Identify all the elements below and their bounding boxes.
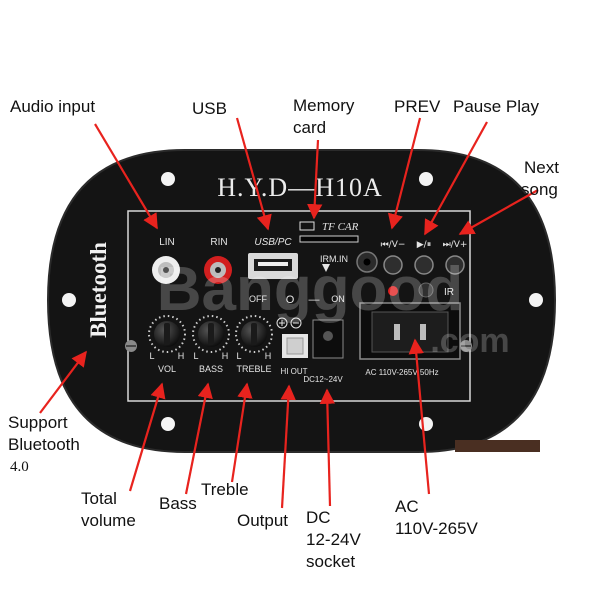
arrow-pause-play [424, 121, 488, 236]
hi-out-connector[interactable] [282, 334, 308, 358]
rin-label: RIN [210, 237, 227, 248]
rca-jack-right[interactable] [204, 256, 232, 284]
ir-receiver [418, 282, 434, 298]
arrow-dc-socket [319, 388, 336, 507]
next-button[interactable] [445, 255, 465, 275]
callout-treble: Treble [201, 480, 249, 499]
callout-audio-input: Audio input [10, 97, 96, 116]
knob-h-label: H [178, 351, 185, 361]
tf-card-slot[interactable] [299, 235, 359, 243]
plus-icon [276, 317, 288, 329]
knob-l-label: L [236, 351, 241, 361]
hi-out-label: HI OUT [280, 367, 307, 376]
treble-knob[interactable] [235, 315, 273, 353]
arrow-treble [230, 382, 253, 483]
model-title: H.Y.D—H10A [217, 173, 383, 202]
arrow-next-song [458, 189, 539, 235]
play-pause-button[interactable] [414, 255, 434, 275]
callout-memory-card-line2: card [293, 118, 327, 137]
rca-jack-left[interactable] [152, 256, 180, 284]
tf-card-label: TF CAR [322, 221, 359, 233]
callout-ac-line2: 110V-265V [395, 519, 478, 538]
mounting-hole [161, 417, 175, 431]
arrow-bass [184, 382, 213, 495]
callout-pause-play: Pause Play [453, 97, 539, 116]
screw [125, 340, 137, 352]
bass-knob[interactable] [192, 315, 230, 353]
arrow-ac [408, 338, 431, 495]
callout-dc-line1: DC [306, 508, 331, 527]
back-plate [455, 440, 540, 452]
knob-h-label: H [265, 351, 272, 361]
banggood-watermark-sub: .com [430, 322, 509, 360]
switch-dash-label: — [309, 294, 320, 306]
knob-h-label: H [222, 351, 229, 361]
arrow-memory-card [307, 139, 323, 220]
bluetooth-side-label: Bluetooth [86, 242, 111, 338]
arrow-usb [235, 117, 272, 231]
mounting-hole [419, 172, 433, 186]
next-button-label: ⏭/V+ [443, 240, 468, 250]
callout-arrows [39, 117, 539, 509]
mounting-hole [62, 293, 76, 307]
vol-label: VOL [158, 364, 176, 374]
arrow-prev [387, 117, 422, 230]
callout-support-bluetooth-line3: 4.0 [10, 459, 29, 475]
callout-support-bluetooth-line2: Bluetooth [8, 435, 80, 454]
minus-icon [290, 317, 302, 329]
lin-label: LIN [159, 237, 175, 248]
arrow-audio-input [94, 123, 158, 230]
callout-dc-line3: socket [306, 552, 356, 571]
callout-dc-line2: 12-24V [306, 530, 361, 549]
tf-card-icon [299, 221, 315, 231]
callout-total-volume-line1: Total [81, 489, 117, 508]
arrow-output [280, 384, 296, 509]
callout-memory-card-line1: Memory [293, 96, 355, 115]
callout-next-song-line1: Next [524, 158, 559, 177]
switch-off-label: OFF [249, 294, 267, 304]
callout-ac-line1: AC [395, 497, 419, 516]
control-panel [127, 210, 471, 402]
play-button-label: ▶/⏸ [417, 240, 431, 250]
irm-jack[interactable] [356, 251, 378, 273]
arrow-total-volume [128, 382, 166, 492]
knob-l-label: L [149, 351, 154, 361]
callout-prev: PREV [394, 97, 441, 116]
switch-indicator [322, 264, 330, 272]
callout-total-volume-line2: volume [81, 511, 136, 530]
power-led [388, 286, 398, 296]
banggood-watermark: Banggood [157, 255, 464, 324]
ir-label: IR [444, 287, 454, 298]
mounting-hole [529, 293, 543, 307]
bass-label: BASS [199, 364, 223, 374]
callout-usb: USB [192, 99, 227, 118]
dc-socket[interactable] [312, 319, 344, 359]
usb-port[interactable] [248, 253, 298, 279]
ac-socket-label: AC 110V-265V 50Hz [365, 368, 438, 377]
callout-next-song-line2: song [521, 180, 558, 199]
treble-label: TREBLE [236, 364, 271, 374]
knob-l-label: L [193, 351, 198, 361]
callout-output: Output [237, 511, 289, 530]
prev-button-label: ⏮/V− [381, 240, 406, 250]
callout-support-bluetooth-line1: Support [8, 413, 68, 432]
irm-label: IRM.IN [320, 254, 348, 264]
prev-button[interactable] [383, 255, 403, 275]
arrow-bluetooth [39, 350, 87, 414]
volume-knob[interactable] [148, 315, 186, 353]
callout-bass: Bass [159, 494, 197, 513]
mounting-hole [161, 172, 175, 186]
switch-o-label: O [286, 294, 295, 306]
dc-label: DC12~24V [303, 375, 343, 384]
switch-on-label: ON [331, 294, 345, 304]
usb-port-label: USB/PC [254, 237, 292, 248]
screw [460, 340, 472, 352]
